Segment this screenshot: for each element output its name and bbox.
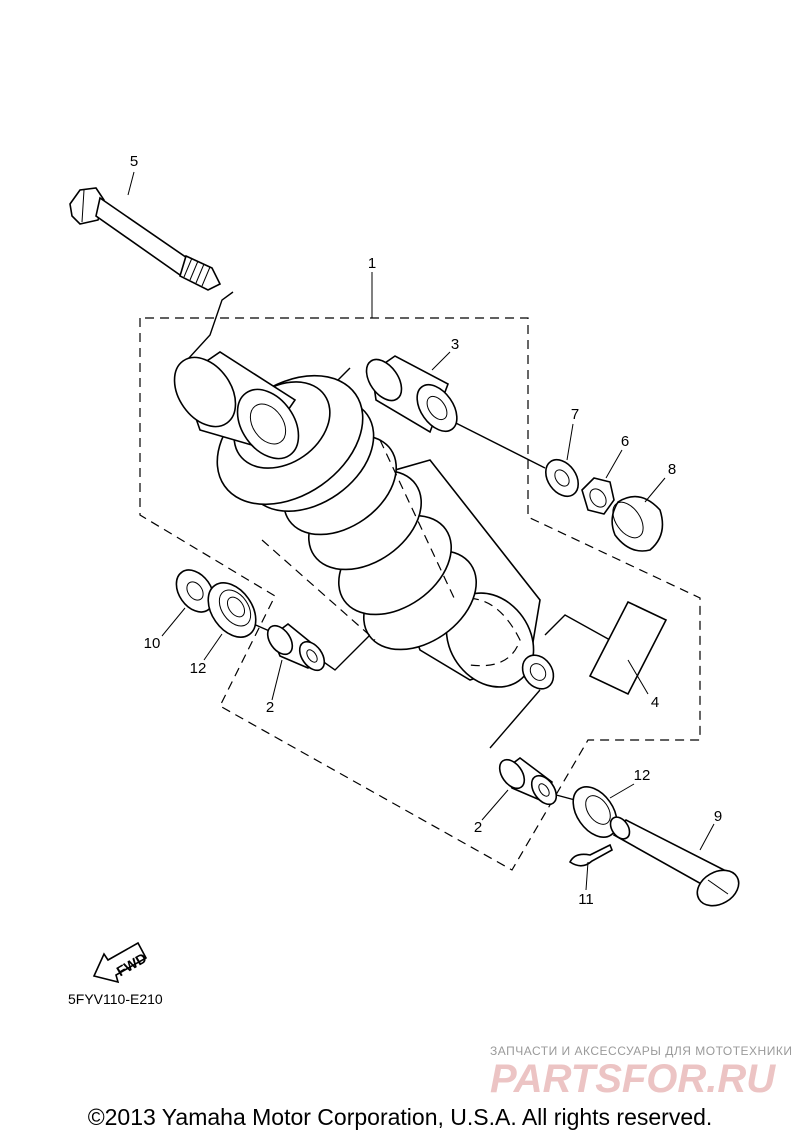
part-6-nut xyxy=(581,477,615,515)
diagram-code: 5FYV110-E210 xyxy=(68,991,163,1007)
assembly-dashed-outline xyxy=(139,317,701,871)
part-1-shock-absorber xyxy=(173,351,555,690)
part-9-pin xyxy=(609,816,740,907)
part-10-washer xyxy=(175,569,215,613)
callout-3: 3 xyxy=(451,336,459,353)
part-3-collar xyxy=(365,355,458,434)
part-8-cap xyxy=(611,495,664,552)
callout-labels: 5 1 3 7 6 8 10 12 2 4 12 9 2 11 xyxy=(130,153,722,908)
part-5-bolt xyxy=(69,187,222,291)
callout-7: 7 xyxy=(571,406,579,423)
callout-1: 1 xyxy=(368,255,376,272)
part-2-bushing-right xyxy=(498,757,558,806)
fwd-arrow-icon: FWD xyxy=(92,941,149,984)
callout-5: 5 xyxy=(130,153,138,170)
callout-12-left: 12 xyxy=(190,660,207,677)
callout-leaders xyxy=(127,171,715,891)
callout-11: 11 xyxy=(578,891,594,908)
part-12-oil-seal-right xyxy=(572,786,618,838)
callout-2-left: 2 xyxy=(266,699,274,716)
callout-10: 10 xyxy=(144,635,161,652)
callout-4: 4 xyxy=(651,694,659,711)
part-12-oil-seal-left xyxy=(207,582,257,638)
callout-2-right: 2 xyxy=(474,819,482,836)
watermark-logo: PARTSFOR.RU xyxy=(490,1057,776,1101)
part-11-cotter-pin xyxy=(568,843,614,867)
part-2-bushing-left xyxy=(266,622,326,672)
callout-6: 6 xyxy=(621,433,629,450)
callout-12-right: 12 xyxy=(634,767,651,784)
part-4-label xyxy=(588,600,668,696)
callout-9: 9 xyxy=(714,808,722,825)
callout-8: 8 xyxy=(668,461,676,478)
copyright-notice: ©2013 Yamaha Motor Corporation, U.S.A. A… xyxy=(87,1104,713,1130)
watermark-tagline: ЗАПЧАСТИ И АКСЕССУАРЫ ДЛЯ МОТОТЕХНИКИ xyxy=(490,1044,792,1058)
watermark: ЗАПЧАСТИ И АКСЕССУАРЫ ДЛЯ МОТОТЕХНИКИ PA… xyxy=(490,1044,792,1101)
part-7-washer xyxy=(544,458,580,498)
